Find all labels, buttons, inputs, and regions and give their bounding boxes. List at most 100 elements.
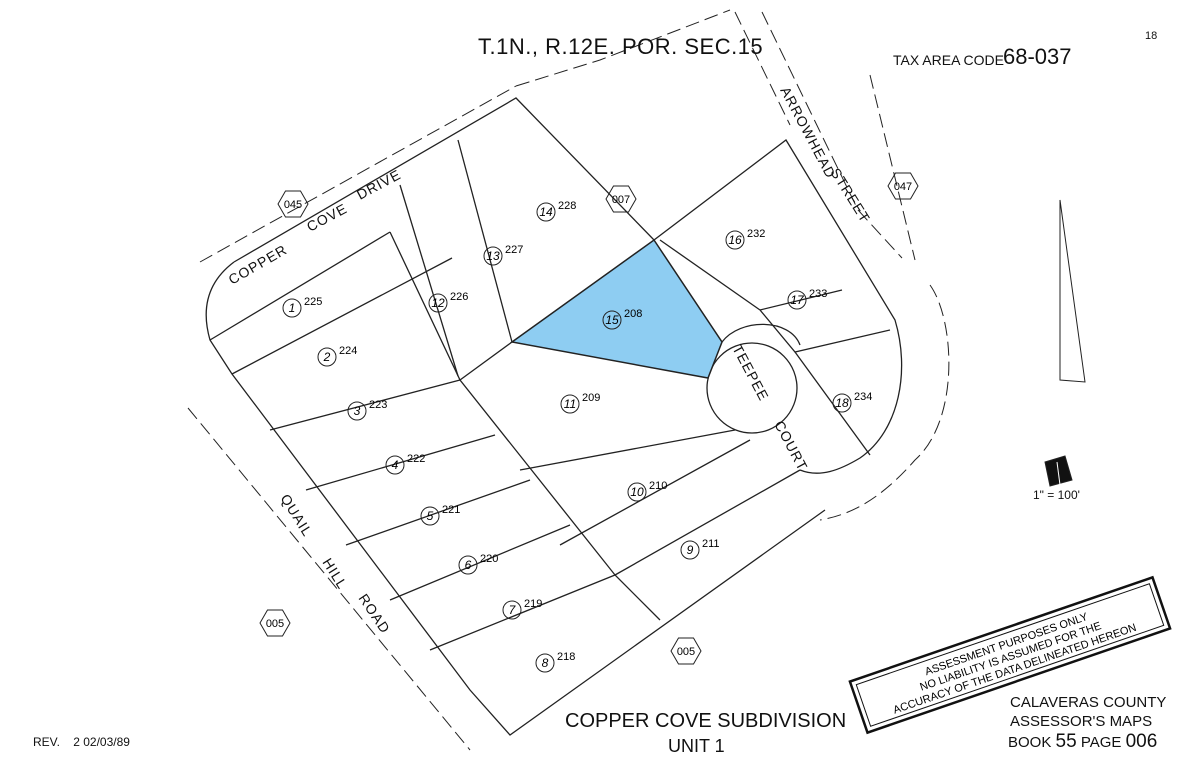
lot-18[interactable]: 18 234 bbox=[832, 391, 872, 413]
lot-8[interactable]: 8 218 bbox=[535, 651, 575, 673]
lot-apn: 227 bbox=[505, 244, 523, 256]
lot-apn: 232 bbox=[747, 228, 765, 240]
lot-number: 6 bbox=[465, 558, 472, 572]
book-number: 55 bbox=[1055, 731, 1077, 752]
map-title: T.1N., R.12E. POR. SEC.15 bbox=[478, 34, 764, 59]
road-lines bbox=[187, 9, 950, 751]
lot-number: 1 bbox=[289, 301, 296, 315]
street-cove: COVE bbox=[304, 200, 350, 235]
lot-9[interactable]: 9 211 bbox=[680, 538, 720, 560]
lot-6[interactable]: 6 220 bbox=[458, 553, 498, 575]
hexagon-icon bbox=[277, 190, 309, 218]
lot-number: 10 bbox=[630, 485, 644, 499]
lot-apn: 234 bbox=[854, 391, 872, 403]
lot-circle bbox=[725, 230, 745, 250]
lot-apn: 225 bbox=[304, 296, 322, 308]
lot-number: 17 bbox=[790, 293, 805, 307]
map-ref-label: 005 bbox=[266, 618, 284, 630]
page-label: PAGE bbox=[1080, 734, 1122, 751]
lot-number: 11 bbox=[564, 397, 576, 411]
lot-circle bbox=[602, 310, 622, 330]
subdivision-name: COPPER COVE SUBDIVISION bbox=[565, 710, 847, 732]
hexagon-icon bbox=[887, 172, 919, 200]
street-arrowhead: ARROWHEAD bbox=[777, 84, 839, 181]
lot-number: 15 bbox=[605, 313, 619, 327]
street-court: COURT bbox=[771, 418, 811, 474]
lot-apn: 218 bbox=[557, 651, 575, 663]
scale-label: 1" = 100' bbox=[1033, 488, 1080, 502]
lot-15-highlight[interactable] bbox=[510, 238, 723, 379]
lot-circle bbox=[536, 202, 556, 222]
hexagon-icon bbox=[605, 185, 637, 213]
map-ref-label: 007 bbox=[612, 194, 630, 206]
street-teepee: TEEPEE bbox=[729, 342, 772, 404]
lot-17[interactable]: 17 233 bbox=[787, 288, 827, 310]
lot-number: 7 bbox=[509, 603, 517, 617]
subdivision-unit: UNIT 1 bbox=[668, 736, 725, 756]
lot-circle bbox=[282, 298, 302, 318]
lot-7[interactable]: 7 219 bbox=[502, 598, 542, 620]
lot-circle bbox=[680, 540, 700, 560]
map-ref-045[interactable]: 045 bbox=[277, 190, 309, 218]
lot-apn: 211 bbox=[702, 538, 720, 550]
lot-number: 13 bbox=[486, 249, 500, 263]
lot-13[interactable]: 13 227 bbox=[483, 244, 523, 266]
lot-apn: 233 bbox=[809, 288, 827, 300]
lot-apn: 210 bbox=[649, 480, 667, 492]
lot-apn: 219 bbox=[524, 598, 542, 610]
book-label: BOOK bbox=[1008, 734, 1052, 751]
north-arrow-icon bbox=[1044, 199, 1086, 487]
lot-number: 2 bbox=[323, 350, 331, 364]
lot-circle bbox=[428, 293, 448, 313]
lot-1[interactable]: 1 225 bbox=[282, 296, 322, 318]
map-ref-005[interactable]: 005 bbox=[259, 609, 291, 637]
map-ref-047[interactable]: 047 bbox=[887, 172, 919, 200]
tax-area-code: 68-037 bbox=[1003, 44, 1072, 69]
map-ref-005[interactable]: 005 bbox=[670, 637, 702, 665]
map-ref-label: 005 bbox=[677, 646, 695, 658]
lot-circle bbox=[347, 401, 367, 421]
lot-apn: 220 bbox=[480, 553, 498, 565]
lot-circle bbox=[832, 393, 852, 413]
lot-circle bbox=[502, 600, 522, 620]
hexagon-icon bbox=[259, 609, 291, 637]
lot-circle bbox=[560, 394, 580, 414]
lot-circle bbox=[535, 653, 555, 673]
lot-number: 18 bbox=[835, 396, 849, 410]
street-road: ROAD bbox=[356, 591, 394, 637]
lot-apn: 226 bbox=[450, 291, 468, 303]
lot-number: 5 bbox=[427, 509, 434, 523]
revision-label: REV. 2 02/03/89 bbox=[33, 735, 130, 749]
lot-number: 3 bbox=[354, 404, 361, 418]
lot-apn: 228 bbox=[558, 200, 576, 212]
lot-apn: 222 bbox=[407, 453, 425, 465]
book-page: BOOK 55 PAGE 006 bbox=[1008, 731, 1157, 753]
lot-apn: 221 bbox=[442, 504, 460, 516]
lot-circle bbox=[787, 290, 807, 310]
lot-circle bbox=[627, 482, 647, 502]
page-number: 18 bbox=[1145, 30, 1158, 42]
lot-10[interactable]: 10 210 bbox=[627, 480, 667, 502]
lot-number: 9 bbox=[687, 543, 694, 557]
lot-circle bbox=[385, 455, 405, 475]
lot-apn: 223 bbox=[369, 399, 387, 411]
lot-5[interactable]: 5 221 bbox=[420, 504, 460, 526]
map-ref-007[interactable]: 007 bbox=[605, 185, 637, 213]
page-value: 006 bbox=[1125, 731, 1158, 752]
map-ref-label: 045 bbox=[284, 199, 302, 211]
lot-circle bbox=[420, 506, 440, 526]
lot-number: 8 bbox=[542, 656, 549, 670]
map-ref-label: 047 bbox=[894, 181, 912, 193]
street-hill: HILL bbox=[319, 555, 350, 592]
lot-3[interactable]: 3 223 bbox=[347, 399, 387, 421]
tax-area-label: TAX AREA CODE bbox=[893, 52, 1004, 68]
